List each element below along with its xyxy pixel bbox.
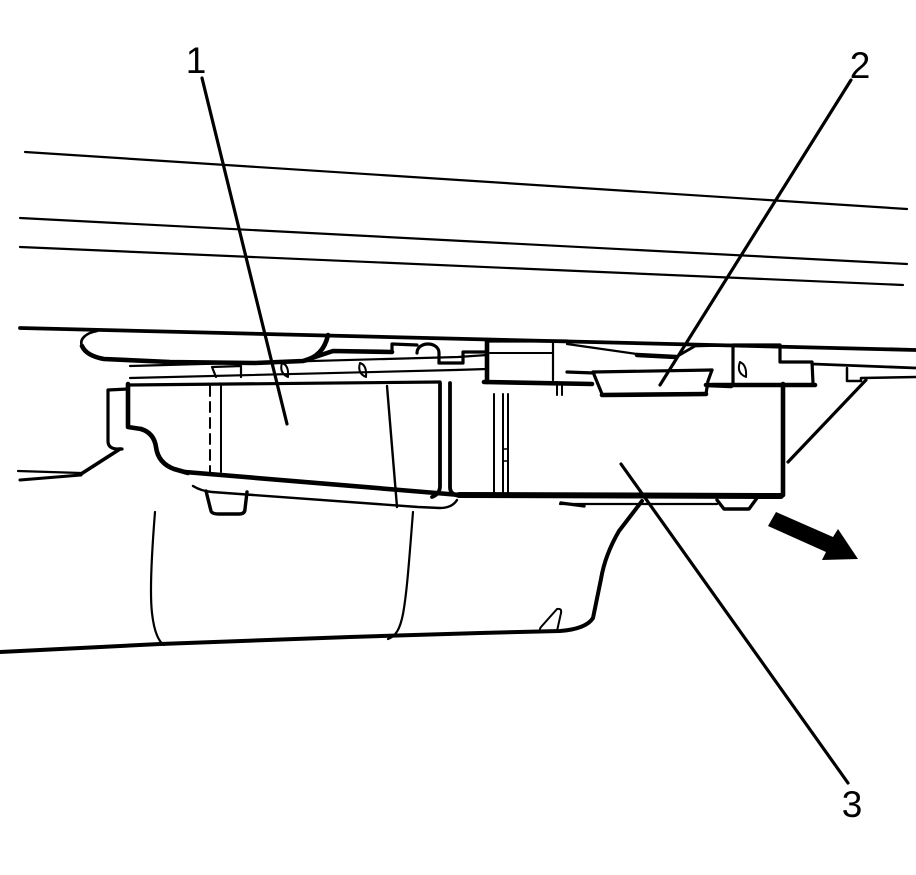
callout-2-label: 2 — [850, 45, 871, 86]
mounting-flange — [106, 387, 130, 451]
blob-bottom-edge — [79, 332, 331, 366]
flange-arm — [79, 447, 122, 476]
rail-thin-line-2 — [128, 367, 489, 380]
rail-block-outline — [731, 343, 815, 385]
rail-rear-diagonal — [786, 378, 868, 464]
component-right-section — [456, 381, 786, 511]
right-box-nub — [559, 501, 586, 508]
strap-left-line — [430, 381, 442, 499]
left-box-left-edge — [125, 381, 144, 432]
clip-left-2 — [358, 362, 368, 378]
kick-sliver — [538, 607, 563, 632]
clip-left-1 — [280, 362, 290, 378]
floor-pan-blob — [79, 329, 331, 366]
callout-1: 1 — [186, 40, 289, 426]
rail-hump — [415, 342, 441, 365]
right-box-foot — [715, 496, 759, 511]
rail-seg-2 — [565, 342, 639, 356]
rail-thin-line-1 — [128, 353, 489, 368]
floor-curve-right — [386, 510, 415, 641]
clip-right — [737, 361, 748, 378]
bracket-bottom-edge — [599, 391, 709, 398]
body-line-mid-2 — [18, 245, 905, 287]
rail-right-notch — [845, 366, 916, 383]
callout-2: 2 — [658, 45, 871, 387]
bracket-connector — [703, 382, 734, 389]
floor-curve-left — [149, 510, 166, 647]
right-box-bottom-band — [456, 492, 784, 499]
center-strap — [430, 381, 462, 499]
rail-seg-1 — [303, 348, 395, 363]
body-line-top — [23, 150, 909, 211]
blob-left-curve — [80, 329, 99, 348]
rail-right-line-1 — [811, 362, 916, 370]
left-box-corner-curve — [138, 426, 191, 476]
left-box-face-edge — [385, 384, 399, 509]
rail-seg-4 — [565, 370, 596, 375]
rocker-sweep-line — [0, 499, 644, 654]
left-box-bottom-band — [182, 469, 463, 498]
left-box-foot — [204, 489, 249, 516]
clip-trapezoid — [210, 364, 243, 379]
left-box-top-edge — [126, 380, 442, 387]
mounting-rail — [303, 337, 916, 464]
bracket-top-edge — [591, 368, 714, 374]
component-left-section — [16, 353, 489, 516]
retainer-bracket — [591, 368, 734, 398]
rail-thick-bar — [634, 352, 679, 360]
direction-arrow — [768, 512, 858, 560]
wedge-line-top — [16, 469, 83, 475]
callout-3-leader — [619, 462, 850, 785]
left-box-lip — [191, 484, 459, 510]
body-line-mid-1 — [18, 216, 909, 266]
lower-body-outline — [0, 499, 644, 654]
plate-bottom-edge — [481, 379, 595, 387]
bracket-left-edge — [591, 370, 604, 396]
callout-3-label: 3 — [842, 784, 863, 825]
body-panel-lines — [18, 150, 916, 352]
bracket-right-edge — [704, 368, 714, 396]
callout-2-leader — [658, 78, 853, 387]
wedge-line-bottom — [18, 473, 83, 482]
callout-3: 3 — [619, 462, 863, 825]
strap-right-line — [448, 381, 462, 498]
rail-step-1 — [390, 342, 419, 353]
callout-1-leader — [200, 76, 289, 426]
callout-1-label: 1 — [186, 40, 207, 81]
rail-seg-3 — [674, 343, 735, 359]
